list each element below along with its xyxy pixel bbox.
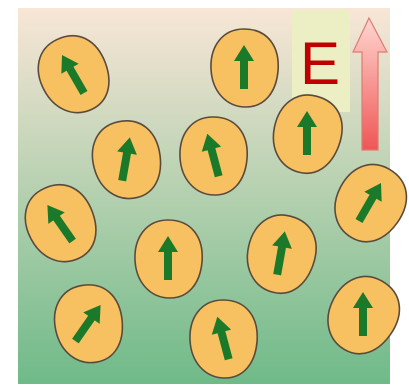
molecule [211,29,278,107]
molecule [135,220,202,298]
molecule [180,117,247,195]
molecule [190,300,257,378]
field-label: E [300,30,340,97]
